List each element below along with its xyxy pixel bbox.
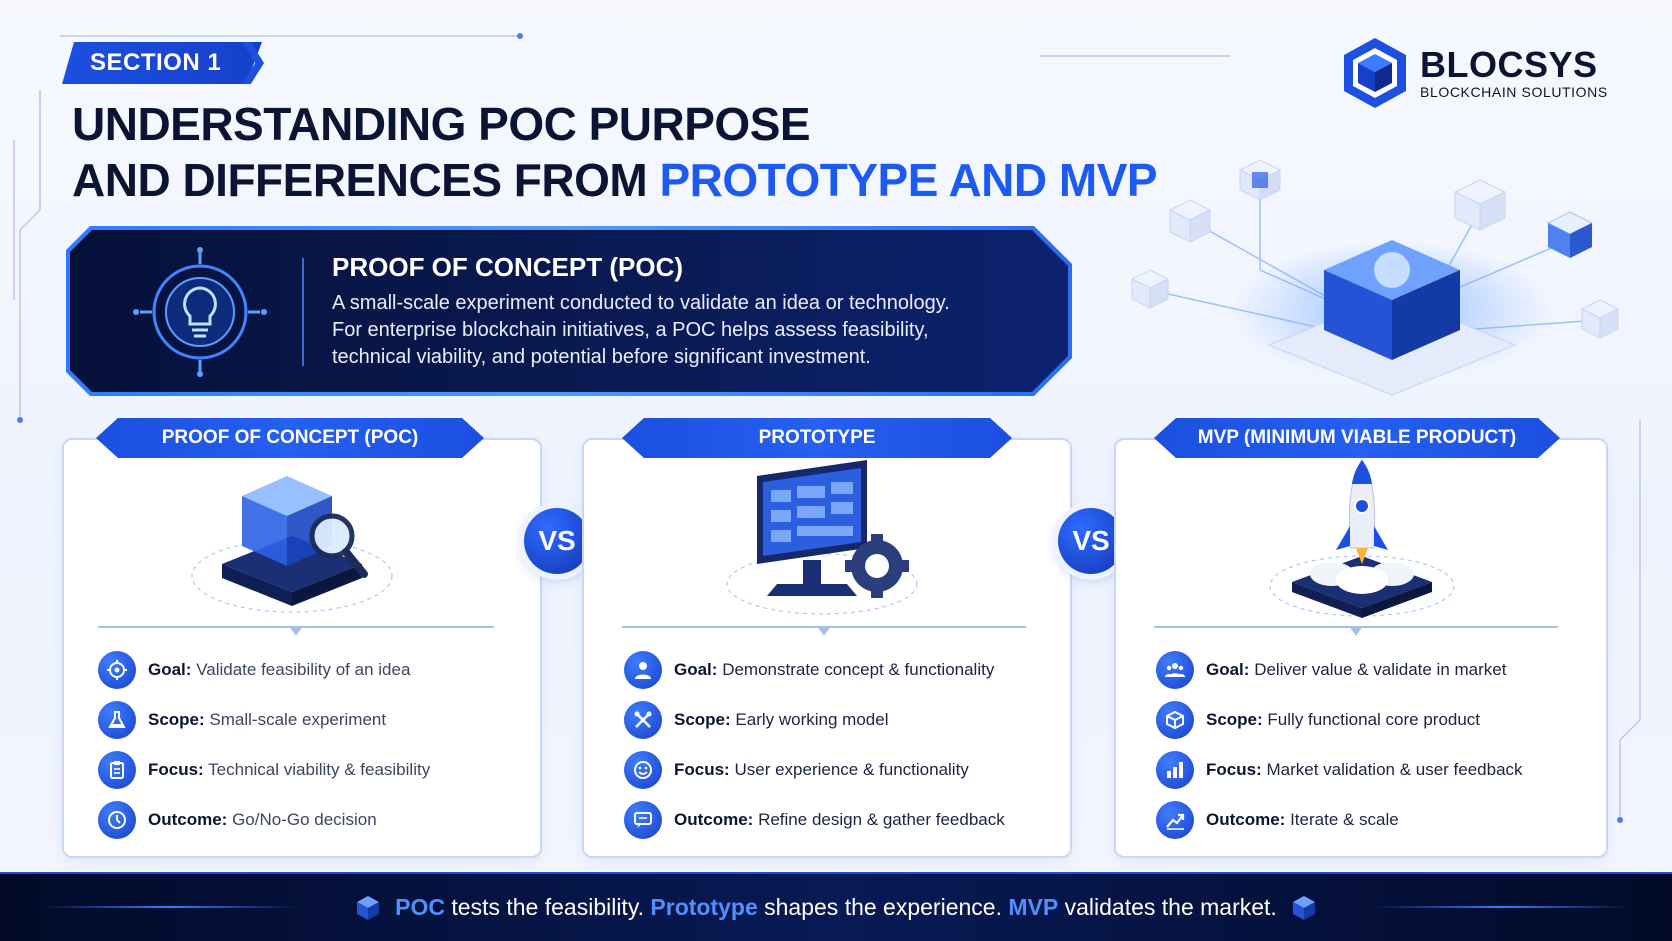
section-badge: SECTION 1 [62, 42, 262, 84]
clipboard-icon [98, 751, 136, 789]
footer-banner: POC tests the feasibility. Prototype sha… [0, 872, 1672, 941]
mvp-scope-value: Fully functional core product [1267, 710, 1481, 729]
cube-icon [1292, 895, 1315, 920]
poc-goal-label: Goal: [148, 660, 192, 679]
cube-icon [357, 895, 380, 920]
definition-line-2: For enterprise blockchain initiatives, a… [332, 319, 929, 341]
prototype-outcome-label: Outcome: [674, 810, 754, 829]
definition-divider [302, 258, 304, 366]
page-title: UNDERSTANDING POC PURPOSE AND DIFFERENCE… [72, 96, 1192, 208]
mvp-outcome-value: Iterate & scale [1290, 810, 1399, 829]
card-mvp-divider [1154, 626, 1558, 628]
mvp-outcome-row: Outcome: Iterate & scale [1156, 800, 1399, 840]
definition-title: PROOF OF CONCEPT (POC) [332, 252, 683, 282]
poc-outcome-value: Go/No-Go decision [232, 810, 377, 829]
mvp-scope-row: Scope: Fully functional core product [1156, 700, 1480, 740]
footer-mvp: MVP [1008, 894, 1059, 920]
definition-line-3: technical viability, and potential befor… [332, 346, 871, 368]
hexagon-cube-icon [1344, 38, 1406, 108]
poc-goal-row: Goal: Validate feasibility of an idea [98, 650, 410, 690]
prototype-outcome-value: Refine design & gather feedback [758, 810, 1005, 829]
footer-glow-right [1372, 906, 1632, 908]
section-label: SECTION 1 [90, 49, 222, 76]
prototype-focus-label: Focus: [674, 760, 730, 779]
footer-poc: POC [395, 894, 446, 920]
brand-logo: BLOCSYS BLOCKCHAIN SOLUTIONS [1340, 36, 1630, 110]
footer-poc-text: tests the feasibility. [445, 894, 651, 920]
mvp-focus-label: Focus: [1206, 760, 1262, 779]
footer-prototype: Prototype [650, 894, 758, 920]
poc-goal-value: Validate feasibility of an idea [196, 660, 411, 679]
prototype-focus-row: Focus: User experience & functionality [624, 750, 969, 790]
prototype-goal-row: Goal: Demonstrate concept & functionalit… [624, 650, 994, 690]
card-poc-title: PROOF OF CONCEPT (POC) [96, 418, 484, 458]
mvp-goal-value: Deliver value & validate in market [1254, 660, 1507, 679]
prototype-outcome-row: Outcome: Refine design & gather feedback [624, 800, 1005, 840]
prototype-goal-label: Goal: [674, 660, 718, 679]
prototype-scope-label: Scope: [674, 710, 731, 729]
mvp-scope-label: Scope: [1206, 710, 1263, 729]
title-accent: PROTOTYPE AND MVP [659, 154, 1158, 206]
lightbulb-icon [133, 247, 267, 377]
clock-icon [98, 801, 136, 839]
poc-focus-label: Focus: [148, 760, 204, 779]
target-icon [98, 651, 136, 689]
tools-icon [624, 701, 662, 739]
box-icon [1156, 701, 1194, 739]
poc-scope-row: Scope: Small-scale experiment [98, 700, 386, 740]
title-line-1: UNDERSTANDING POC PURPOSE [72, 98, 811, 150]
poc-scope-label: Scope: [148, 710, 205, 729]
title-line-2: AND DIFFERENCES FROM PROTOTYPE AND MVP [72, 152, 1192, 208]
poc-focus-row: Focus: Technical viability & feasibility [98, 750, 430, 790]
prototype-scope-row: Scope: Early working model [624, 700, 888, 740]
poc-outcome-row: Outcome: Go/No-Go decision [98, 800, 377, 840]
card-prototype-title: PROTOTYPE [622, 418, 1012, 458]
title-line-2-prefix: AND DIFFERENCES FROM [72, 154, 660, 206]
footer-mvp-text: validates the market. [1058, 894, 1277, 920]
definition-banner [70, 230, 1068, 392]
vs-badge-2: VS [1058, 508, 1124, 574]
monitor-gear-illustration [726, 460, 918, 615]
bar-chart-icon [1156, 751, 1194, 789]
user-icon [624, 651, 662, 689]
mvp-outcome-label: Outcome: [1206, 810, 1286, 829]
smiley-icon [624, 751, 662, 789]
footer-prototype-text: shapes the experience. [757, 894, 1009, 920]
poc-scope-value: Small-scale experiment [209, 710, 387, 729]
chat-icon [624, 801, 662, 839]
card-mvp-title: MVP (MINIMUM VIABLE PRODUCT) [1154, 418, 1560, 458]
prototype-focus-value: User experience & functionality [734, 760, 969, 779]
logo-name: BLOCSYS [1420, 44, 1598, 85]
card-poc-divider [98, 626, 494, 628]
prototype-goal-value: Demonstrate concept & functionality [722, 660, 995, 679]
rocket-launch-illustration [1269, 459, 1455, 618]
card-prototype-divider [622, 626, 1026, 628]
poc-outcome-label: Outcome: [148, 810, 228, 829]
footer-tagline: POC tests the feasibility. Prototype sha… [395, 894, 1277, 921]
mvp-goal-label: Goal: [1206, 660, 1250, 679]
mvp-focus-row: Focus: Market validation & user feedback [1156, 750, 1523, 790]
poc-focus-value: Technical viability & feasibility [208, 760, 431, 779]
mvp-goal-row: Goal: Deliver value & validate in market [1156, 650, 1506, 690]
trend-icon [1156, 801, 1194, 839]
vs-badge-1: VS [524, 508, 590, 574]
definition-line-1: A small-scale experiment conducted to va… [332, 292, 950, 314]
footer-glow-left [40, 906, 300, 908]
cube-magnifier-illustration [191, 476, 393, 613]
mvp-focus-value: Market validation & user feedback [1266, 760, 1523, 779]
logo-tagline: BLOCKCHAIN SOLUTIONS [1420, 84, 1608, 100]
card-poc [62, 438, 542, 858]
blockchain-network-illustration [1130, 159, 1620, 396]
definition-text: A small-scale experiment conducted to va… [332, 290, 1032, 371]
group-icon [1156, 651, 1194, 689]
flask-icon [98, 701, 136, 739]
prototype-scope-value: Early working model [735, 710, 889, 729]
